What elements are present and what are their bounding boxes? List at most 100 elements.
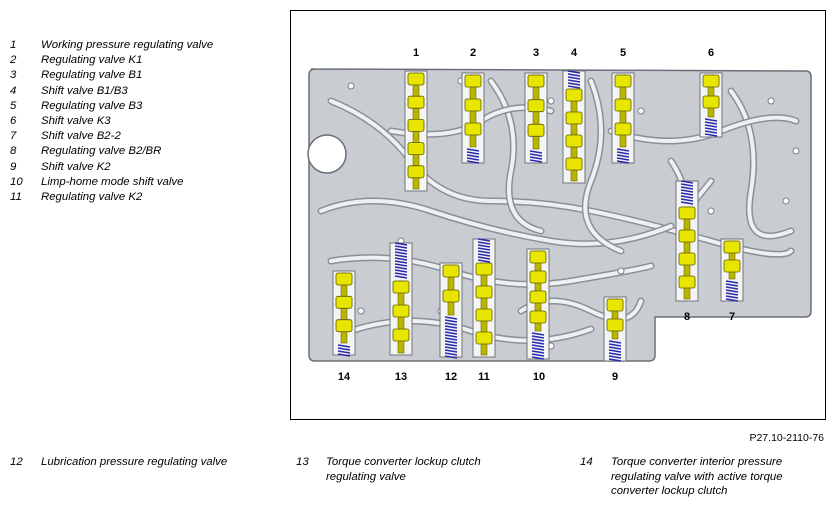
valve-land bbox=[335, 319, 353, 333]
legend-label: Regulating valve K1 bbox=[41, 54, 143, 67]
valve-land bbox=[614, 98, 632, 112]
valve-land bbox=[392, 280, 410, 294]
valve-land bbox=[407, 72, 425, 86]
valve-spring bbox=[704, 118, 718, 122]
legend-number: 9 bbox=[10, 160, 17, 173]
bolt-hole bbox=[707, 207, 715, 215]
callout-13: 13 bbox=[395, 371, 407, 383]
legend-number: 11 bbox=[10, 190, 22, 203]
valve-land bbox=[442, 264, 460, 278]
valve-land bbox=[475, 331, 493, 345]
valve-10 bbox=[526, 248, 550, 360]
valve-land bbox=[407, 95, 425, 109]
callout-3: 3 bbox=[533, 47, 539, 59]
callout-5: 5 bbox=[620, 47, 626, 59]
valve-spring bbox=[567, 82, 581, 86]
valve-land bbox=[614, 74, 632, 88]
valve-spring bbox=[529, 153, 543, 157]
valve-11 bbox=[472, 238, 496, 358]
bolt-hole bbox=[637, 107, 645, 115]
legend-label: Regulating valve B2/BR bbox=[41, 145, 162, 158]
valve-spring bbox=[444, 355, 458, 359]
valve-spring bbox=[680, 183, 694, 187]
valve-spring bbox=[477, 256, 491, 260]
callout-14: 14 bbox=[338, 371, 351, 383]
callout-10: 10 bbox=[533, 371, 545, 383]
bolt-hole bbox=[767, 97, 775, 105]
valve-spring bbox=[725, 292, 739, 296]
valve-land bbox=[723, 259, 741, 273]
valve-land bbox=[475, 285, 493, 299]
legend-number: 5 bbox=[10, 99, 17, 112]
valve-land bbox=[407, 142, 425, 156]
valve-spring bbox=[567, 85, 581, 89]
callout-8: 8 bbox=[684, 311, 690, 323]
valve-spring bbox=[531, 353, 545, 357]
legend-label: Torque converter interior pressure regul… bbox=[611, 456, 783, 497]
callout-1: 1 bbox=[413, 47, 419, 59]
valve-spring bbox=[680, 180, 694, 184]
callout-6: 6 bbox=[708, 47, 714, 59]
valve-spring bbox=[466, 160, 480, 164]
valve-spring bbox=[477, 259, 491, 263]
valve-spring bbox=[337, 347, 351, 351]
valve-2 bbox=[461, 72, 485, 164]
valve-land bbox=[529, 270, 547, 284]
valve-spring bbox=[725, 289, 739, 293]
legend-number: 7 bbox=[10, 130, 17, 143]
valve-spring bbox=[337, 344, 351, 348]
valve-spring bbox=[725, 295, 739, 299]
valve-spring bbox=[394, 245, 408, 249]
valve-spring bbox=[477, 241, 491, 245]
valve-land bbox=[678, 206, 696, 220]
bolt-hole bbox=[792, 147, 800, 155]
valve-land bbox=[606, 298, 624, 312]
valve-13 bbox=[389, 242, 413, 356]
legend-number: 4 bbox=[10, 84, 17, 97]
valve-land bbox=[678, 252, 696, 266]
valve-spring bbox=[466, 154, 480, 158]
valve-spring bbox=[531, 344, 545, 348]
valve-land bbox=[527, 123, 545, 137]
valve-land bbox=[407, 165, 425, 179]
valve-land bbox=[335, 272, 353, 286]
valve-body-plate bbox=[307, 68, 812, 362]
valve-spring bbox=[337, 353, 351, 357]
legend-label: Shift valve B1/B3 bbox=[41, 84, 128, 97]
valve-spring bbox=[394, 275, 408, 279]
oil-channel bbox=[319, 199, 673, 246]
valve-spring bbox=[444, 352, 458, 356]
valve-spring bbox=[608, 346, 622, 350]
valve-spring bbox=[616, 154, 630, 158]
valve-spring bbox=[444, 325, 458, 329]
oil-channel bbox=[729, 89, 793, 238]
valve-land bbox=[565, 111, 583, 125]
valve-spring bbox=[394, 263, 408, 267]
valve-land bbox=[475, 308, 493, 322]
valve-spring bbox=[394, 266, 408, 270]
legend-label: Limp-home mode shift valve bbox=[41, 175, 184, 188]
figure-reference: P27.10-2110-76 bbox=[749, 432, 824, 444]
valve-land bbox=[464, 98, 482, 112]
valve-spring bbox=[608, 358, 622, 362]
valve-spring bbox=[477, 247, 491, 251]
valve-spring bbox=[680, 186, 694, 190]
legend-number: 10 bbox=[10, 175, 23, 188]
legend-label: Shift valve K2 bbox=[41, 160, 111, 173]
valve-spring bbox=[444, 340, 458, 344]
valve-spring bbox=[680, 198, 694, 202]
legend-number: 12 bbox=[10, 456, 23, 468]
valve-land bbox=[392, 328, 410, 342]
legend-label: Regulating valve B1 bbox=[41, 69, 143, 82]
callout-12: 12 bbox=[445, 371, 457, 383]
valve-spring bbox=[608, 355, 622, 359]
valve-spring bbox=[725, 298, 739, 302]
valve-spring bbox=[608, 352, 622, 356]
legend-number: 6 bbox=[10, 114, 17, 127]
valve-spring bbox=[466, 157, 480, 161]
legend-number: 2 bbox=[10, 54, 17, 67]
valve-spring bbox=[394, 272, 408, 276]
callout-7: 7 bbox=[729, 311, 735, 323]
oil-channel bbox=[349, 319, 593, 343]
bolt-hole bbox=[347, 82, 355, 90]
